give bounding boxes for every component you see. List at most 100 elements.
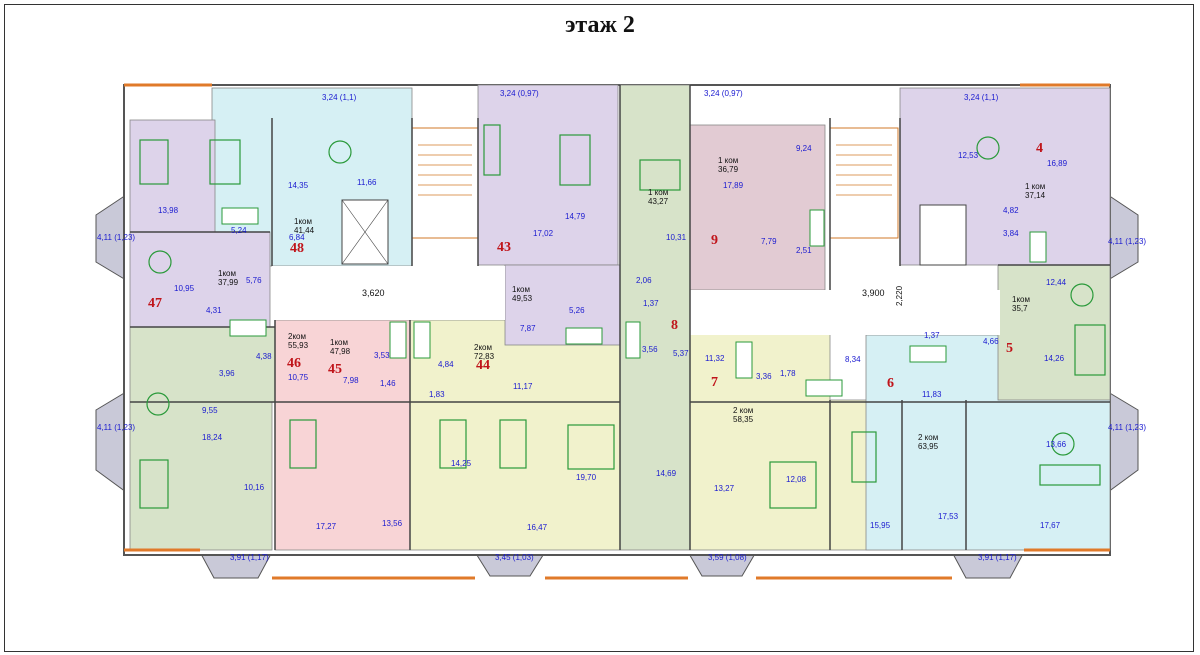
room-area: 11,32 [705,354,725,363]
room-area: 2,06 [636,276,652,285]
corridor-west [272,266,505,320]
apt-43-rooms: 1ком [512,285,530,294]
room-area: 6,84 [289,233,305,242]
room-area: 16,47 [527,523,548,532]
apt-47-zone-2 [129,231,271,328]
balcony-e-2 [1107,391,1139,493]
apt-5-area: 35,7 [1012,304,1028,313]
room-area: 12,44 [1046,278,1067,287]
bath-5 [565,327,603,345]
room-area: 14,26 [1044,354,1065,363]
bath-11 [909,345,947,363]
room-area: 1,37 [924,331,940,340]
bath-4 [413,321,431,359]
room-area: 7,98 [343,376,359,385]
room-area: 3,84 [1003,229,1019,238]
elevator-shaft-east [919,204,967,266]
apt-8-area: 43,27 [648,197,669,206]
sofa-3 [139,459,169,509]
apt-number-44: 44 [476,358,490,373]
apt-45-area: 47,98 [330,347,351,356]
apt-number-9: 9 [711,233,718,248]
room-area: 7,87 [520,324,536,333]
balcony-label: 3,24 (1,1) [322,93,357,102]
apt-number-8: 8 [671,318,678,333]
table-47 [148,250,172,274]
room-area: 10,16 [244,483,265,492]
room-area: 16,89 [1047,159,1068,168]
balcony-label: 3,45 (1,03) [495,553,534,562]
apt-6-rooms: 2 ком [918,433,938,442]
room-area: 10,75 [288,373,309,382]
room-area: 12,08 [786,475,807,484]
room-area: 4,66 [983,337,999,346]
sofa-12 [499,419,527,469]
room-area: 13,27 [714,484,735,493]
corridor-dim-vertical: 2,220 [895,285,904,306]
drawing-frame [4,4,1194,652]
apt-4-area: 37,14 [1025,191,1046,200]
room-area: 4,84 [438,360,454,369]
apt-8-zone [619,84,691,551]
sofa-5 [559,134,591,186]
sofa-10 [289,419,317,469]
balcony-label: 4,11 (1,23) [1108,423,1146,432]
corridor-east [690,290,1000,335]
apt-44-rooms: 2ком [474,343,492,352]
room-area: 5,76 [246,276,262,285]
apt-9-area: 36,79 [718,165,739,174]
room-area: 2,51 [796,246,812,255]
apt-44-area: 72,83 [474,352,495,361]
room-area: 17,89 [723,181,744,190]
apt-46-zone [129,326,276,403]
bath-10 [1029,231,1047,263]
bath-7 [735,341,753,379]
apt-number-4: 4 [1036,141,1043,156]
room-area: 13,98 [158,206,179,215]
room-area: 19,70 [576,473,597,482]
room-area: 15,95 [870,521,891,530]
room-area: 1,83 [429,390,445,399]
apt-6-area: 63,95 [918,442,939,451]
room-area: 3,56 [642,345,658,354]
stairwell-west [411,127,479,239]
room-area: 1,78 [780,369,796,378]
sofa-4 [483,124,501,176]
apt-46-zone-2 [129,401,273,551]
room-area: 14,79 [565,212,586,221]
balcony-label: 4,11 (1,23) [1108,237,1146,246]
table-6 [1051,432,1075,456]
room-area: 17,67 [1040,521,1061,530]
room-area: 4,31 [206,306,222,315]
apt-4-rooms: 1 ком [1025,182,1045,191]
apt-44-zone [409,319,621,551]
room-area: 10,95 [174,284,195,293]
apt-number-46: 46 [287,356,301,371]
apt-45-rooms: 1ком [330,338,348,347]
room-area: 4,38 [256,352,272,361]
room-area: 3,96 [219,369,235,378]
apt-48-rooms: 1ком [294,217,312,226]
balcony-label: 3,24 (1,1) [964,93,999,102]
apt-7-rooms: 2 ком [733,406,753,415]
room-area: 3,53 [374,351,390,360]
sofa-11 [439,419,467,469]
apt-number-7: 7 [711,375,718,390]
room-area: 14,25 [451,459,472,468]
table-5 [1070,283,1094,307]
stairwell-east [829,127,899,239]
table-48 [328,140,352,164]
corridor-dim-east: 3,900 [862,288,885,298]
room-area: 10,31 [666,233,687,242]
apt-48-area: 41,44 [294,226,315,235]
apt-46-area: 55,93 [288,341,309,350]
balcony-label: 3,91 (1,17) [978,553,1017,562]
apt-number-48: 48 [290,241,304,256]
apt-43-zone [477,84,619,266]
balcony-label: 4,11 (1,23) [97,233,135,242]
apt-9-rooms: 1 ком [718,156,738,165]
bath-1 [221,207,259,225]
room-area: 5,26 [569,306,585,315]
apt-5-zone [997,264,1111,401]
room-area: 5,37 [673,349,689,358]
